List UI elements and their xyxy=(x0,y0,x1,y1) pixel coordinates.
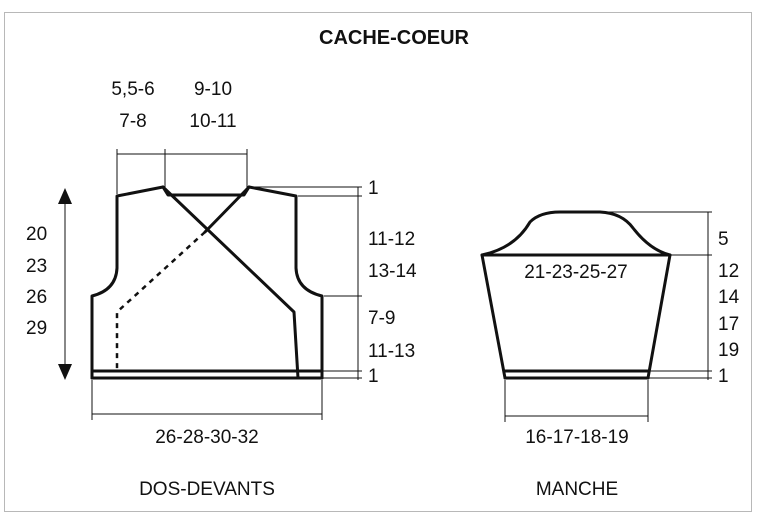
sleeve-length-label-2: 14 xyxy=(718,287,740,308)
body-height-arrow xyxy=(58,188,72,380)
diagram-frame xyxy=(4,12,752,512)
neck-width-label-1: 9-10 xyxy=(194,79,232,100)
left-front-edge xyxy=(203,185,251,234)
body-piece-name: DOS-DEVANTS xyxy=(139,479,275,500)
sleeve-piece-name: MANCHE xyxy=(536,479,618,500)
body-width-label: 26-28-30-32 xyxy=(155,427,259,448)
body-height-label-2: 23 xyxy=(26,256,47,277)
sleeve-right-dimension xyxy=(605,211,712,380)
side-length-label-2: 11-13 xyxy=(368,341,415,362)
body-top-dimension xyxy=(116,149,248,194)
sleeve-piece xyxy=(480,210,672,380)
sleeve-ribbing-label: 1 xyxy=(718,366,729,387)
body-outline xyxy=(90,185,324,380)
right-front-edge xyxy=(161,185,300,380)
sleeve-length-label-3: 17 xyxy=(718,314,739,335)
sleeve-top-width-label: 21-23-25-27 xyxy=(524,262,628,283)
body-ribbing-label: 1 xyxy=(368,366,379,387)
sleeve-bottom-dimension xyxy=(504,380,649,422)
armhole-depth-label-2: 13-14 xyxy=(368,261,417,282)
sleeve-cuff-width-label: 16-17-18-19 xyxy=(525,427,629,448)
shoulder-slope-label: 1 xyxy=(368,178,379,199)
side-length-label-1: 7-9 xyxy=(368,308,395,329)
hidden-front-edge xyxy=(115,231,206,371)
shoulder-width-label-2: 7-8 xyxy=(119,111,146,132)
sleeve-length-label-4: 19 xyxy=(718,340,739,361)
diagram-title: CACHE-COEUR xyxy=(319,27,470,49)
sleeve-length-label-1: 12 xyxy=(718,261,739,282)
body-piece xyxy=(90,185,324,380)
armhole-depth-label-1: 11-12 xyxy=(368,229,415,250)
sleeve-cap-height-label: 5 xyxy=(718,229,729,250)
body-bottom-dimension xyxy=(91,380,323,420)
body-height-label-1: 20 xyxy=(26,224,47,245)
sleeve-outline xyxy=(480,210,672,380)
body-right-dimension xyxy=(252,186,362,380)
body-height-label-4: 29 xyxy=(26,318,47,339)
neck-width-label-2: 10-11 xyxy=(189,111,236,132)
body-height-label-3: 26 xyxy=(26,287,47,308)
shoulder-width-label-1: 5,5-6 xyxy=(111,79,154,100)
